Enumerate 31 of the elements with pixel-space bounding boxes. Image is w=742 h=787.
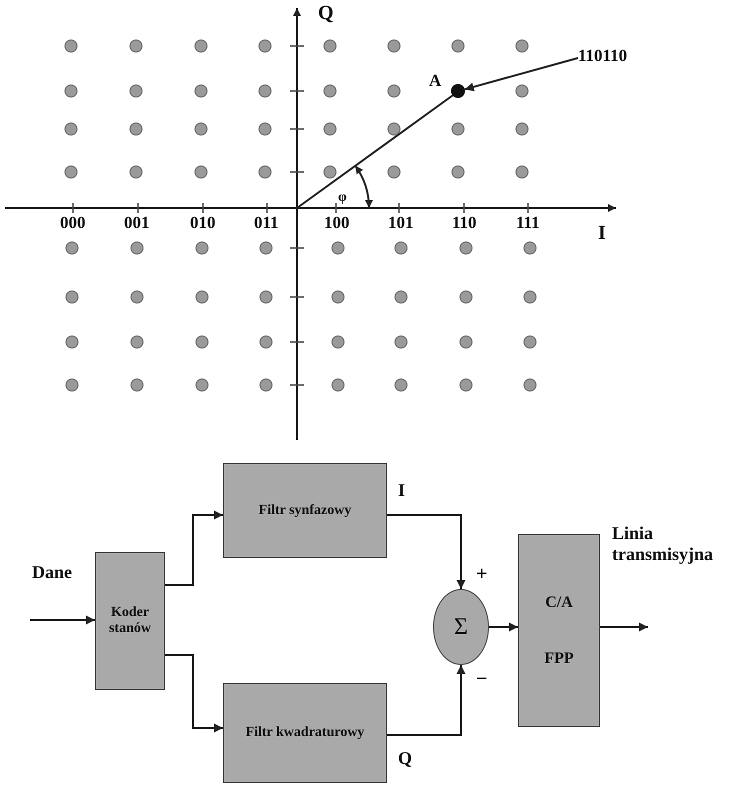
angle-label: φ — [338, 190, 347, 206]
axis-label: Q — [318, 2, 334, 24]
box-label: C/A — [545, 594, 573, 612]
tick-label: 010 — [190, 214, 216, 233]
tick-label: 101 — [388, 214, 414, 233]
summing-circle: Σ — [433, 589, 489, 665]
arrow — [30, 616, 95, 624]
tick-label: 110 — [452, 214, 477, 233]
process-box: Filtr synfazowy — [223, 463, 387, 558]
arrow — [165, 510, 223, 586]
point-label: A — [429, 72, 442, 91]
tick-label: 111 — [516, 214, 540, 233]
arrow — [489, 622, 518, 632]
tick-label: 001 — [124, 214, 150, 233]
arrow — [387, 665, 466, 736]
arrow — [600, 622, 648, 632]
arrow — [165, 654, 223, 732]
sign-label: + — [476, 563, 488, 585]
process-box — [518, 534, 600, 727]
constellation-point — [451, 84, 465, 98]
process-box: Koder stanów — [95, 552, 165, 690]
sign-label: − — [476, 668, 488, 690]
axis-label: I — [598, 222, 606, 244]
box-label: FPP — [544, 650, 574, 668]
arrow — [387, 514, 466, 589]
tick-label: 100 — [324, 214, 350, 233]
tick-label: 011 — [254, 214, 279, 233]
process-box: Filtr kwadraturowy — [223, 683, 387, 783]
code-label: 110110 — [578, 46, 654, 68]
tick-label: 000 — [60, 214, 86, 233]
leader-line — [464, 57, 578, 92]
